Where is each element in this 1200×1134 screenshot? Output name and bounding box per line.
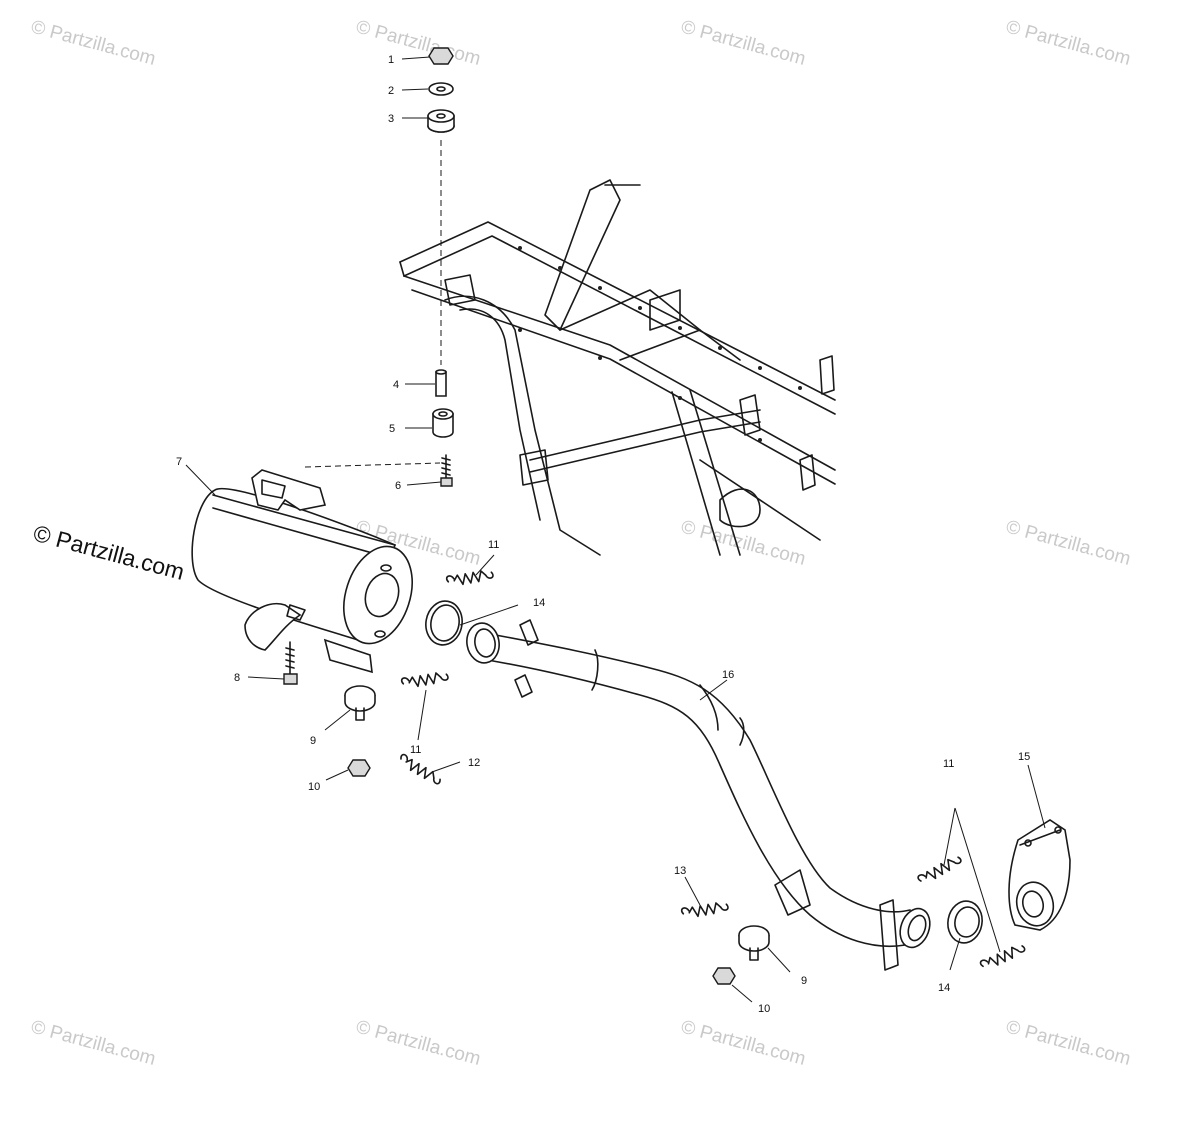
grommet: [738, 925, 770, 961]
callout-10: 10: [758, 1003, 770, 1015]
sleeve: [435, 371, 447, 397]
nut: [712, 967, 736, 985]
grommet-lower: [432, 413, 454, 438]
callout-3: 3: [388, 113, 394, 125]
grommet: [344, 685, 376, 721]
callout-11: 11: [943, 758, 954, 770]
spring: [917, 856, 962, 882]
gasket-muffler: [425, 600, 463, 646]
frame: [399, 179, 836, 556]
callout-10: 10: [308, 781, 320, 793]
callout-14: 14: [533, 597, 545, 609]
callout-13: 13: [674, 865, 686, 877]
callout-16: 16: [722, 669, 734, 681]
watermark: © Partzilla.com: [1004, 517, 1133, 570]
spring: [979, 945, 1026, 968]
callout-2: 2: [388, 85, 394, 97]
nut: [347, 759, 371, 777]
watermark: © Partzilla.com: [354, 17, 483, 70]
callout-9: 9: [310, 735, 316, 747]
watermark: © Partzilla.com: [29, 1017, 158, 1070]
bolt: [283, 641, 298, 685]
spring: [400, 753, 441, 785]
callout-11: 11: [488, 539, 499, 551]
spring: [445, 570, 494, 586]
callout-12: 12: [468, 757, 480, 769]
callout-14: 14: [938, 982, 950, 994]
watermark-main: © Partzilla.com: [31, 520, 187, 585]
springs: [400, 570, 1026, 968]
spring: [680, 902, 729, 918]
callout-1: 1: [388, 54, 394, 66]
watermark: © Partzilla.com: [679, 17, 808, 70]
manifold-flange: [1008, 819, 1071, 931]
callout-4: 4: [393, 379, 399, 391]
callout-7: 7: [176, 456, 182, 468]
gasket-manifold: [947, 900, 983, 944]
watermark: © Partzilla.com: [679, 517, 808, 570]
watermark: © Partzilla.com: [1004, 17, 1133, 70]
gaskets: [425, 600, 983, 944]
small-hardware: [283, 641, 770, 985]
callout-11: 11: [410, 744, 421, 756]
callout-labels: 1 2 3 4 5 6 7 8 9 9 10 10 11 11 11 12 13…: [176, 54, 1030, 1015]
watermark: © Partzilla.com: [354, 1017, 483, 1070]
nut: [428, 47, 454, 65]
watermark: © Partzilla.com: [679, 1017, 808, 1070]
spring: [400, 672, 449, 688]
callout-8: 8: [234, 672, 240, 684]
muffler: [191, 469, 413, 674]
callout-5: 5: [389, 423, 395, 435]
mount-hardware-stack: [304, 47, 455, 487]
callout-15: 15: [1018, 751, 1030, 763]
callout-9: 9: [801, 975, 807, 987]
callout-6: 6: [395, 480, 401, 492]
leader-lines: [185, 56, 1046, 1003]
watermark: © Partzilla.com: [1004, 1017, 1133, 1070]
head-pipe: [466, 619, 931, 971]
watermark: © Partzilla.com: [29, 17, 158, 70]
